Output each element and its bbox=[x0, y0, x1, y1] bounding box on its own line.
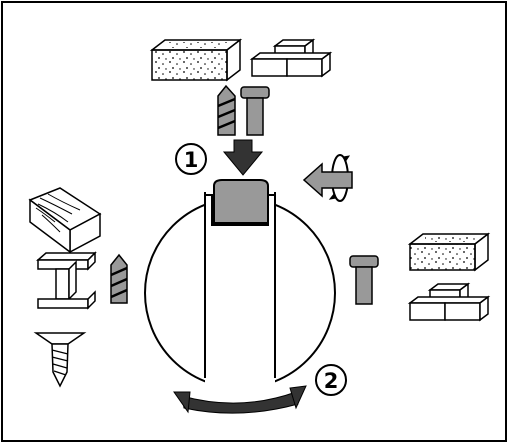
screw-icon bbox=[33, 332, 87, 388]
step-1-marker: 1 bbox=[175, 143, 207, 175]
bricks-icon bbox=[407, 282, 491, 322]
step-2-marker: 2 bbox=[315, 364, 347, 396]
selector-dial-icon bbox=[144, 179, 336, 414]
step-2-label: 2 bbox=[324, 369, 339, 393]
rotate-stop-icon bbox=[302, 154, 353, 202]
chisel-bit-icon bbox=[349, 255, 379, 305]
wood-icon bbox=[28, 187, 102, 254]
masonry-block-icon bbox=[149, 38, 243, 82]
push-arrow-icon bbox=[222, 139, 264, 176]
bricks-icon bbox=[249, 38, 333, 78]
masonry-block-icon bbox=[407, 232, 491, 272]
drill-bit-icon bbox=[217, 84, 236, 136]
step-1-label: 1 bbox=[184, 148, 199, 172]
drill-bit-icon bbox=[110, 253, 128, 304]
chisel-bit-icon bbox=[240, 86, 270, 136]
steel-beam-icon bbox=[36, 251, 97, 310]
